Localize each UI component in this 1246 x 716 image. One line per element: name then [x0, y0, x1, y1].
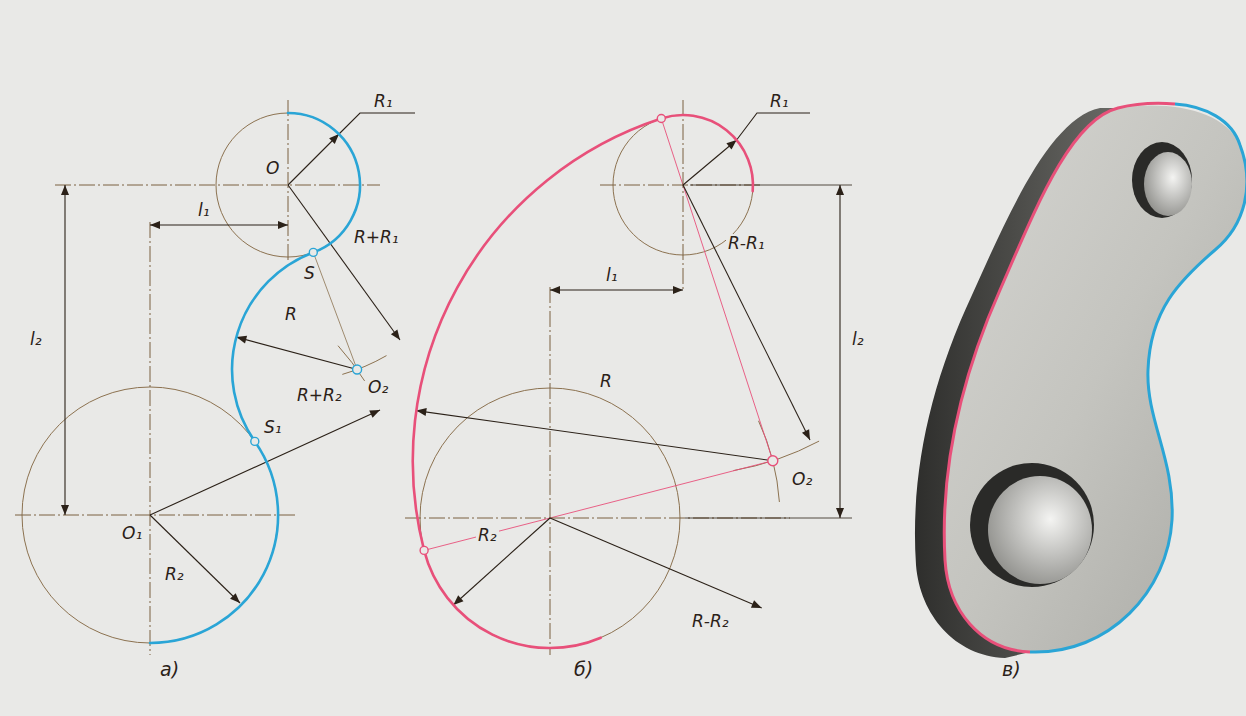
- drawing-label: l₁: [196, 201, 212, 219]
- part-face: [944, 105, 1246, 652]
- tangent-point: [657, 115, 665, 123]
- radius-arrow: [550, 518, 762, 608]
- points-b: [420, 115, 778, 555]
- drawing-label: R₁: [372, 92, 395, 110]
- center-lines-b: [405, 100, 790, 655]
- points-a: [251, 248, 362, 445]
- radius-arrow: [416, 411, 773, 461]
- center-line: [150, 222, 151, 655]
- hole: [970, 463, 1094, 587]
- center-line: [55, 185, 380, 186]
- dimensions-a: [65, 113, 415, 603]
- radius-arrow: [683, 185, 810, 440]
- contour-arc: [288, 113, 360, 252]
- hole: [1132, 142, 1192, 218]
- construction-line: [313, 252, 357, 369]
- radius-arrow: [150, 410, 380, 515]
- drawing-label: R: [598, 372, 614, 390]
- hole-inner: [1144, 152, 1192, 216]
- construction-b: [420, 115, 819, 648]
- tangent-point: [251, 437, 259, 445]
- dimension-line: [64, 185, 65, 515]
- drawing-label: R: [283, 305, 299, 323]
- dimension-line: [839, 185, 840, 518]
- drawing-label: R₁: [768, 92, 791, 110]
- leader-line: [737, 113, 810, 140]
- drawing-label: R-R₁: [726, 234, 767, 252]
- locus-arc: [338, 346, 365, 381]
- drawing-label: R₂: [163, 565, 186, 583]
- drawing-label: S: [302, 264, 317, 282]
- panel-caption: а): [158, 660, 181, 678]
- radius-arrow: [288, 134, 339, 185]
- center-lines-a: [15, 100, 380, 655]
- drawing-label: l₂: [850, 330, 866, 348]
- panel-caption: в): [1000, 660, 1023, 678]
- construction-a: [22, 113, 387, 643]
- drawing-label: l₁: [604, 266, 620, 284]
- radius-arrow: [683, 140, 737, 185]
- drawing-label: O₂: [366, 378, 390, 396]
- drawing-label: O₂: [790, 470, 814, 488]
- center-line: [15, 515, 295, 516]
- leader-line: [339, 113, 415, 134]
- center-point: [768, 456, 778, 466]
- drawing-label: l₂: [28, 330, 44, 348]
- radius-arrow: [236, 337, 357, 369]
- dimension-line: [550, 289, 683, 290]
- drawing-label: R+R₁: [352, 228, 401, 246]
- locus-arc: [733, 441, 819, 471]
- radius-arrow: [453, 518, 550, 605]
- center-line: [550, 287, 551, 655]
- drawing-label: R-R₂: [690, 612, 731, 630]
- contour-arc: [661, 115, 753, 191]
- tangent-point: [420, 546, 428, 554]
- contour-arc: [424, 550, 601, 648]
- outline-b: [413, 115, 753, 648]
- part-view: [915, 103, 1246, 658]
- drawing-label: S₁: [262, 418, 284, 436]
- extension-line: [690, 185, 852, 186]
- radius-arrow: [288, 185, 400, 340]
- extension-line: [685, 518, 852, 519]
- construction-b-pink: [424, 119, 773, 551]
- outline-a: [150, 113, 360, 643]
- drawing-label: R₂: [476, 526, 499, 544]
- contour-arc: [413, 119, 662, 551]
- drawing-label: O: [264, 159, 281, 177]
- radius-arrow: [150, 515, 240, 603]
- center-line: [683, 100, 684, 292]
- drawing-label: R+R₂: [295, 386, 344, 404]
- locus-arc: [759, 421, 780, 502]
- dimension-line: [150, 224, 288, 225]
- dimensions-b: [416, 113, 852, 608]
- tangent-point: [309, 248, 317, 256]
- center-line: [288, 100, 289, 262]
- construction-line: [424, 461, 773, 551]
- contour-arc: [150, 441, 278, 643]
- drawing-label: O₁: [120, 524, 144, 542]
- panel-caption: б): [572, 660, 595, 678]
- hole-inner: [988, 476, 1092, 584]
- center-point: [353, 365, 362, 374]
